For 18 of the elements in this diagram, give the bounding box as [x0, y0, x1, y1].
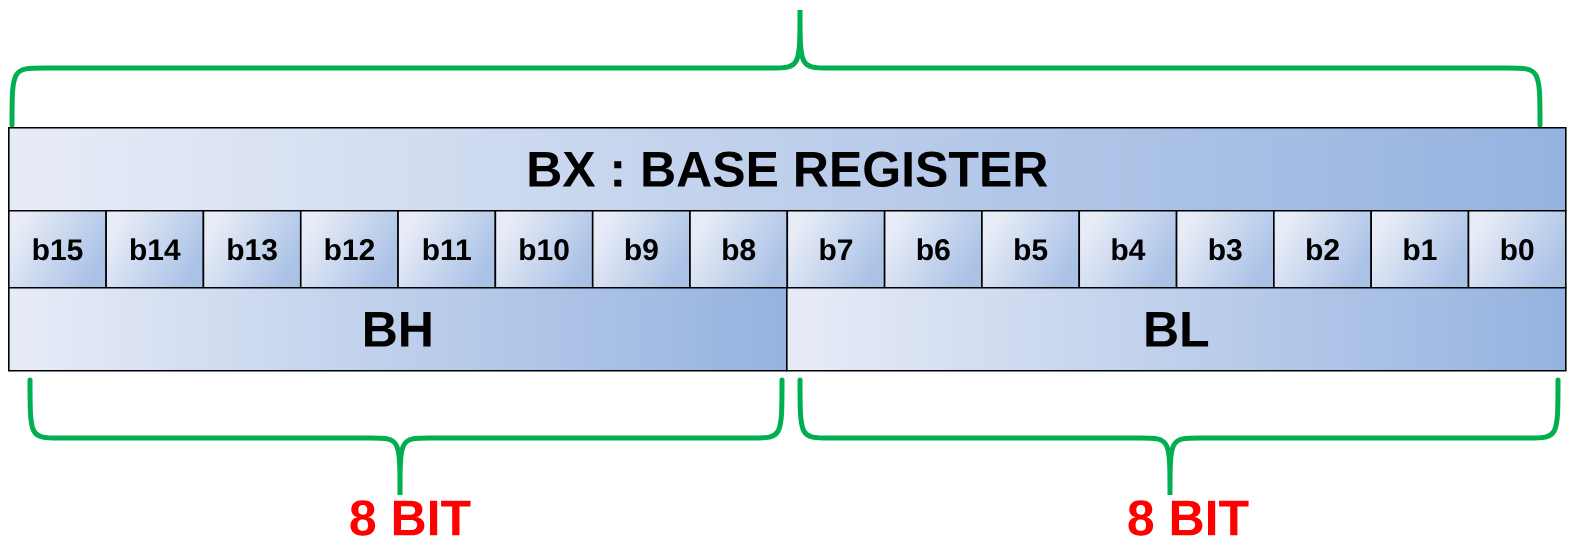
bit-cell: b14: [105, 210, 205, 289]
bit-count-label: 8 BIT: [1128, 500, 1249, 536]
bit-count-label: 8 BIT: [350, 500, 471, 536]
bit-cell: b12: [299, 210, 399, 289]
bit-cell: b6: [883, 210, 983, 289]
bit-cell: b11: [397, 210, 497, 289]
bit-cell: b7: [786, 210, 886, 289]
bit-cell: b15: [8, 210, 107, 289]
bit-cell: b4: [1078, 210, 1178, 289]
bit-cell: b0: [1467, 210, 1567, 289]
bit-cell: b10: [494, 210, 594, 289]
bit-cell: b1: [1370, 210, 1470, 289]
bit-cell: b5: [981, 210, 1081, 289]
bit-cell: b9: [591, 210, 691, 289]
bit-cell: b13: [202, 210, 302, 289]
bit-cell: b3: [1175, 210, 1275, 289]
bit-cell: b8: [689, 210, 789, 289]
bit-cell: b2: [1273, 210, 1372, 289]
